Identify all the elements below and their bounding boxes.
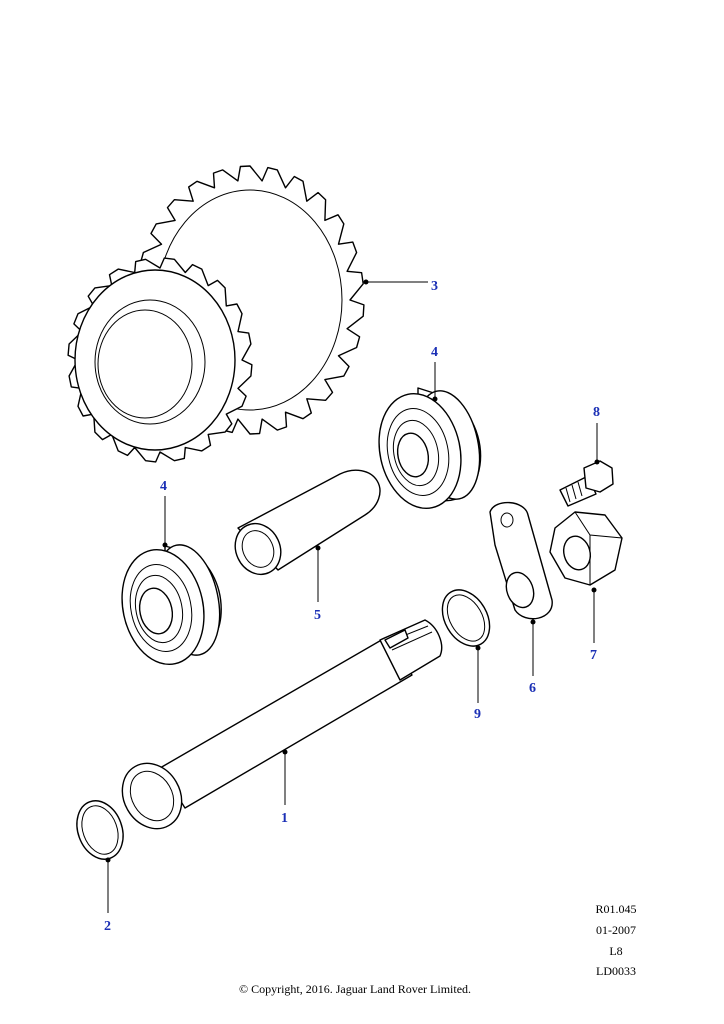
- callout-3: 3: [431, 279, 438, 294]
- washer-part-9: [441, 589, 491, 647]
- reference-date: 01-2007: [596, 923, 636, 937]
- callout-1: 1: [281, 811, 288, 826]
- o-ring-part-2: [76, 800, 124, 860]
- callout-4-upper: 4: [431, 345, 438, 360]
- callout-7: 7: [590, 648, 597, 663]
- callout-2: 2: [104, 919, 111, 934]
- tab-washer-part-6: [489, 501, 553, 620]
- reference-code: R01.045: [595, 902, 637, 916]
- bearing-lower-part-4: [121, 544, 222, 666]
- callout-5: 5: [314, 608, 321, 623]
- leader-lines: [105, 279, 600, 913]
- copyright-notice: © Copyright, 2016. Jaguar Land Rover Lim…: [238, 982, 472, 996]
- spacer-tube-part-5: [234, 469, 381, 576]
- callout-9: 9: [474, 707, 481, 722]
- hex-nut-part-7: [549, 511, 623, 586]
- bolt-part-8: [559, 460, 614, 507]
- reference-level: L8: [609, 944, 623, 958]
- cluster-gear-part-3: [67, 165, 365, 463]
- callout-4-lower: 4: [160, 479, 167, 494]
- reference-drawing: LD0033: [596, 964, 636, 978]
- callout-8: 8: [593, 405, 600, 420]
- callout-6: 6: [529, 681, 536, 696]
- shaft-part-1: [121, 619, 443, 830]
- bearing-upper-part-4: [378, 387, 482, 510]
